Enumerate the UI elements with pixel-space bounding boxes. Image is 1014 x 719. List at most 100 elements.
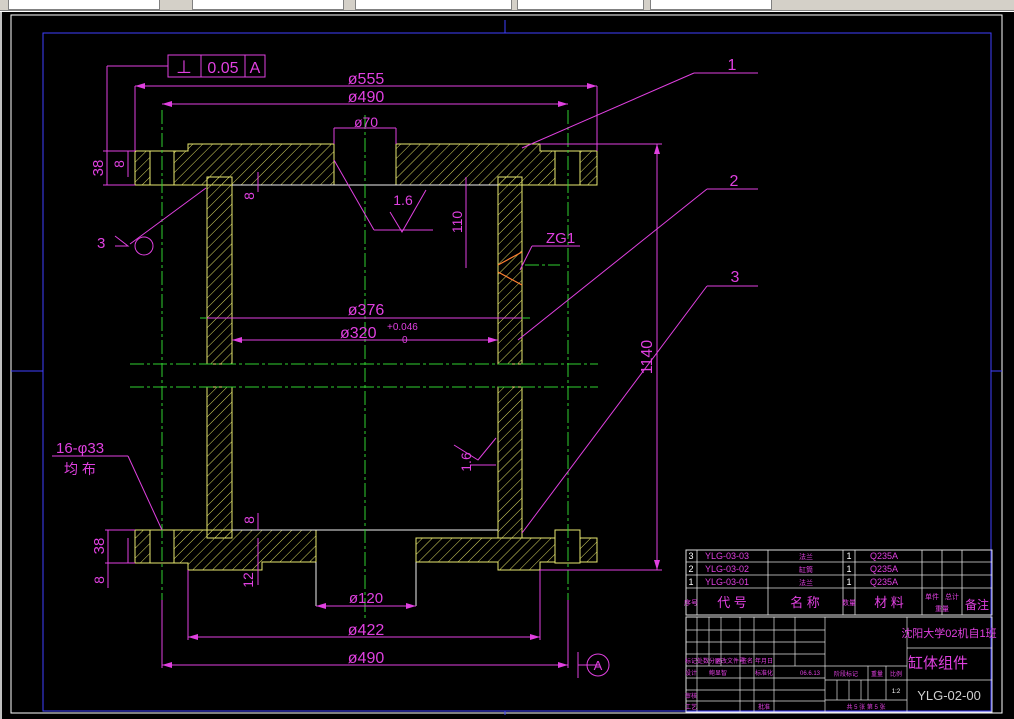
section-hatching [134,143,598,571]
tab-1[interactable] [8,0,160,10]
roughness-top: 1.6 [393,192,413,208]
drawing-canvas[interactable] [0,12,1014,719]
header-remark: 备注 [965,597,989,612]
header-qty: 数量 [842,598,856,607]
tolerance-value: 0.05 [207,60,238,77]
thread-hole [497,251,523,286]
row2-no: 2 [688,564,693,574]
datum-circle [586,653,610,677]
row1-name: 法兰 [799,552,813,561]
label-approve: 批准 [758,703,770,711]
dim-h8-bottom-inner: 8 [241,516,257,524]
dimension-texts: ø555 ø490 ø70 ø376 ø320 +0.046 0 ø120 ø4… [90,71,656,667]
balloon-2: 2 [730,173,739,190]
thread-label: ZG1 [546,230,575,247]
label-sign: 签名 [741,657,753,665]
dim-d320-tol-upper: +0.046 [387,322,418,333]
inner-frame [42,32,992,712]
row2-qty: 1 [846,564,851,574]
dim-h1140: 1140 [639,340,656,375]
tab-2[interactable] [192,0,344,10]
dim-d555: ø555 [348,71,385,88]
dim-h8-bottom: 8 [91,576,107,584]
parts-list [685,549,993,616]
header-no: 序号 [684,598,698,607]
dim-d376: ø376 [348,302,385,319]
header-weight: 重量 [935,605,949,613]
dim-h8-inner: 8 [241,192,257,200]
drawing-number: YLG-02-00 [917,688,981,703]
dim-d320: ø320 [340,325,377,342]
tolerance-frame [167,54,266,78]
label-scale: 比例 [890,670,902,678]
weld-size: 3 [97,235,105,252]
title-block-texts: 沈阳大学02机自1班 缸体组件 YLG-02-00 标记 处数 分区 更改文件号… [685,626,997,711]
dim-d120: ø120 [349,590,383,607]
roughness-side-symbol [453,437,497,461]
tolerance-datum: A [250,60,261,77]
scale-value: 1:2 [892,689,901,695]
header-total: 总计 [945,592,959,601]
dim-d70: ø70 [354,114,378,130]
tolerance-symbol: ⊥ [176,57,192,77]
sheet-count: 共 5 张 第 5 张 [846,703,885,711]
row2-name: 缸筒 [799,565,813,574]
balloon-1: 1 [728,57,737,74]
arrowheads [135,83,660,668]
dim-d490-top: ø490 [348,89,385,106]
drawing-tab-bar [0,0,1014,11]
dim-d490-bottom: ø490 [348,650,385,667]
dim-d422: ø422 [348,622,385,639]
row3-code: YLG-03-01 [705,577,749,587]
tab-4[interactable] [517,0,644,10]
tab-3[interactable] [355,0,512,10]
label-zone: 分区 [709,657,721,665]
row3-name: 法兰 [799,578,813,587]
label-process: 工艺 [685,703,697,711]
title-block [685,616,993,713]
design-date: 06.6.13 [800,671,821,677]
label-standardize: 标准化 [755,669,773,677]
label-stage-mark: 阶段标记 [834,670,858,678]
label-change-doc: 更改文件号 [715,657,745,665]
roughness-side: 1.6 [458,452,474,472]
label-date: 年月日 [755,657,773,665]
header-single: 单件 [925,592,939,601]
part-balloons: 1 2 3 [728,57,740,286]
dim-h8-top: 8 [111,160,127,168]
tab-5[interactable] [650,0,772,10]
frame-center-marks [11,20,1002,715]
header-code: 代 号 [717,595,747,610]
weld-symbol [114,235,130,247]
label-weight: 重量 [871,670,883,678]
holes-note: 均 布 [64,461,96,477]
parts-list-texts: 3 YLG-03-03 法兰 1 Q235A 2 YLG-03-02 缸筒 1 … [684,551,989,613]
roughness-top-symbol [389,189,427,233]
row2-code: YLG-03-02 [705,564,749,574]
balloon-3: 3 [731,269,740,286]
label-design: 设计 [685,669,697,677]
dim-h38-bottom: 38 [91,538,108,555]
header-material: 材 料 [874,595,904,610]
label-mark: 标记 [685,657,697,665]
label-review: 审核 [685,692,697,700]
dim-h110: 110 [449,211,465,234]
row2-material: Q235A [870,564,898,574]
weld-circle [134,236,154,256]
designer-name: 鲍显智 [709,669,727,677]
header-name: 名 称 [790,595,820,610]
row3-qty: 1 [846,577,851,587]
datum-letter: A [594,658,603,673]
school-name: 沈阳大学02机自1班 [901,626,996,640]
outer-border [10,14,1003,714]
row1-code: YLG-03-03 [705,551,749,561]
row1-material: Q235A [870,551,898,561]
label-count: 处数 [697,657,709,665]
dim-d320-tol-lower: 0 [402,335,408,346]
row3-no: 1 [688,577,693,587]
dim-h38-top: 38 [90,160,107,177]
dim-h12: 12 [240,572,256,588]
dimension-lines [52,65,758,678]
